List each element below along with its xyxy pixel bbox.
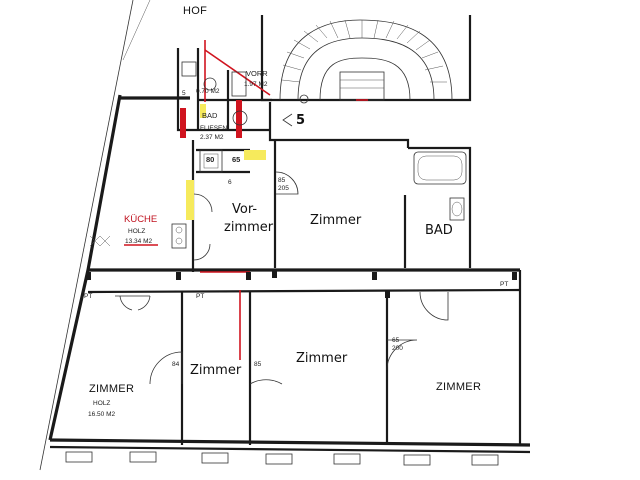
door-200-label: 200 xyxy=(392,345,403,352)
wc-area: 0.70 M2 xyxy=(196,88,220,95)
zimmer-bl-floor: HOLZ xyxy=(93,400,110,407)
bathtub xyxy=(413,151,467,185)
bad-right-label: BAD xyxy=(425,223,453,238)
zimmer-bl-area: 16.50 M2 xyxy=(88,411,115,418)
kueche-area: 13.34 M2 xyxy=(125,238,152,245)
kitchen-stove xyxy=(89,223,187,249)
pt-label-1: PT xyxy=(84,293,92,300)
vorzimmer-line1: Vor- xyxy=(232,202,257,217)
kueche-name: KÜCHE xyxy=(124,214,157,225)
zimmer-center-label: Zimmer xyxy=(296,351,348,366)
pt-label-2: PT xyxy=(196,293,204,300)
door-65-label: 65 xyxy=(392,337,400,344)
staircase xyxy=(260,15,472,102)
outer-boundary-line xyxy=(39,0,134,471)
vorzimmer-line2: zimmer xyxy=(224,220,274,235)
stair-post-circle xyxy=(299,94,309,104)
doors xyxy=(115,171,449,385)
stair-marker-arrow xyxy=(282,113,293,127)
dim-80: 80 xyxy=(206,155,214,164)
stair-marker-number: 5 xyxy=(296,113,305,128)
outer-boundary-line-2 xyxy=(122,0,151,61)
windows xyxy=(65,451,499,466)
zimmer-top-label: Zimmer xyxy=(310,213,362,228)
dim-65: 65 xyxy=(232,155,240,164)
door-205-label: 205 xyxy=(278,185,289,192)
dim-6: 6 xyxy=(228,179,232,186)
washbasin xyxy=(449,197,465,221)
yellow-markings xyxy=(186,104,266,220)
zimmer-bl-name: ZIMMER xyxy=(89,383,134,395)
pt-label-3: PT xyxy=(500,281,508,288)
wall-pillars xyxy=(86,270,517,298)
vorr-name: VORR xyxy=(246,69,268,78)
door-85-label: 85 xyxy=(278,177,286,184)
red-markings xyxy=(124,40,368,360)
door-85b-label: 85 xyxy=(254,361,262,368)
zimmer-right-label: ZIMMER xyxy=(436,381,481,393)
bad-small-area: 2.37 M2 xyxy=(200,134,224,141)
zimmer-mid-small-label: Zimmer xyxy=(190,363,242,378)
bad-small-floor: FLIESEN xyxy=(200,125,227,132)
hof-label: HOF xyxy=(183,5,207,17)
small-bath-fixtures xyxy=(181,61,248,173)
dim-5: 5 xyxy=(182,90,186,97)
vorr-area: 1.97 M2 xyxy=(244,81,268,88)
kueche-floor: HOLZ xyxy=(128,228,145,235)
door-84-label: 84 xyxy=(172,361,180,368)
bad-small-name: BAD xyxy=(202,111,218,120)
